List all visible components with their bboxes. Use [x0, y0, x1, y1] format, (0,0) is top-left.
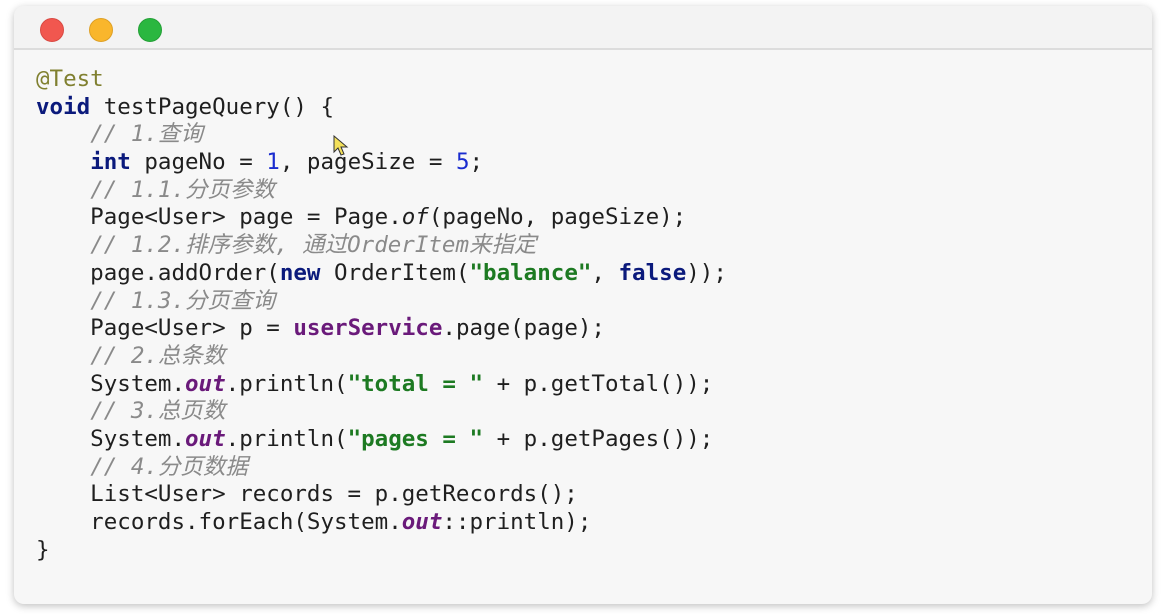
code-token: [36, 232, 90, 258]
code-token: of: [401, 204, 429, 231]
window-titlebar: [14, 6, 1152, 50]
code-line: // 1.1.分页参数: [36, 177, 727, 205]
code-token: System.: [36, 370, 186, 397]
code-line: System.out.println("pages = " + p.getPag…: [36, 426, 727, 454]
code-line: void testPageQuery() {: [36, 94, 727, 122]
code-token: out: [401, 509, 443, 535]
code-token: void: [36, 93, 91, 120]
code-comment: // 4.分页数据: [90, 453, 248, 480]
code-token: 5: [455, 149, 470, 176]
code-token: (pageNo, pageSize);: [428, 204, 687, 231]
code-line: List<User> records = p.getRecords();: [36, 481, 727, 509]
code-line: @Test: [36, 66, 727, 94]
code-token: @Test: [36, 66, 104, 92]
code-token: ;: [469, 149, 484, 176]
code-comment: // 3.总页数: [90, 398, 226, 425]
code-token: false: [618, 259, 687, 286]
code-token: page.addOrder(: [36, 259, 280, 286]
code-token: 1: [266, 149, 280, 176]
code-line: // 1.查询: [36, 121, 727, 149]
code-token: [36, 288, 90, 314]
code-token: .println(: [225, 370, 348, 397]
code-line: // 1.2.排序参数, 通过OrderItem来指定: [36, 232, 727, 260]
code-line: int pageNo = 1, pageSize = 5;: [36, 149, 727, 177]
code-window: [14, 6, 1152, 604]
code-token: + p.getPages());: [483, 425, 714, 452]
code-token: records.forEach(System.: [36, 509, 402, 535]
code-line: // 3.总页数: [36, 398, 727, 426]
code-token: "total = ": [347, 370, 484, 397]
code-token: [36, 343, 90, 369]
code-line: Page<User> page = Page.of(pageNo, pageSi…: [36, 204, 727, 232]
code-token: Page<User> p =: [36, 315, 294, 342]
code-token: , pageSize =: [279, 149, 456, 176]
code-token: [36, 454, 90, 480]
code-line: System.out.println("total = " + p.getTot…: [36, 371, 727, 399]
code-token: }: [36, 536, 50, 563]
code-comment: // 1.查询: [90, 121, 203, 148]
code-line: // 2.总条数: [36, 343, 727, 371]
code-token: "balance": [469, 259, 592, 286]
code-token: + p.getTotal());: [483, 370, 714, 397]
code-line: // 4.分页数据: [36, 454, 727, 482]
code-token: .page(page);: [442, 315, 605, 342]
maximize-button[interactable]: [138, 18, 162, 42]
code-token: pageNo =: [130, 149, 267, 176]
code-comment: // 1.2.排序参数, 通过OrderItem来指定: [90, 232, 537, 259]
code-token: ::println);: [442, 509, 592, 535]
code-token: userService: [293, 315, 443, 342]
code-token: int: [90, 149, 131, 176]
code-token: "pages = ": [347, 425, 484, 452]
code-token: .println(: [225, 425, 348, 452]
code-comment: // 1.3.分页查询: [90, 287, 276, 314]
code-line: records.forEach(System.out::println);: [36, 509, 727, 537]
code-token: System.: [36, 425, 186, 452]
code-token: new: [279, 259, 321, 286]
minimize-button[interactable]: [89, 18, 113, 42]
code-token: [36, 121, 90, 147]
code-comment: // 2.总条数: [90, 342, 226, 369]
close-button[interactable]: [40, 18, 64, 42]
code-token: testPageQuery() {: [90, 93, 335, 120]
code-token: out: [185, 370, 226, 397]
code-token: [36, 398, 90, 424]
code-token: List<User> records = p.getRecords();: [36, 481, 578, 508]
code-line: // 1.3.分页查询: [36, 288, 727, 316]
code-token: [36, 149, 90, 175]
code-token: out: [185, 425, 226, 452]
code-line: }: [36, 537, 727, 565]
code-token: Page<User> page = Page.: [36, 204, 402, 231]
code-token: [36, 177, 90, 203]
code-comment: // 1.1.分页参数: [90, 176, 276, 203]
code-line: Page<User> p = userService.page(page);: [36, 315, 727, 343]
code-token: OrderItem(: [320, 259, 470, 286]
mouse-cursor-icon: [333, 135, 349, 156]
code-line: page.addOrder(new OrderItem("balance", f…: [36, 260, 727, 288]
code-token: ));: [686, 259, 727, 286]
code-token: ,: [591, 259, 619, 286]
